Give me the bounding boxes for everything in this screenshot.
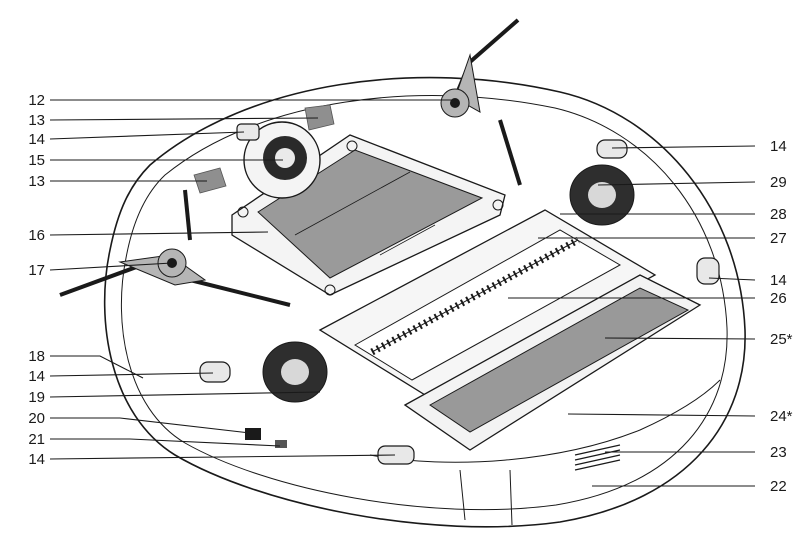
sensor-pad-top <box>304 104 335 131</box>
callout-14-mid-left: 14 <box>28 368 45 385</box>
side-brush-top <box>440 18 522 186</box>
callout-23: 23 <box>770 444 787 461</box>
callout-26: 26 <box>770 290 787 307</box>
side-vent <box>574 444 621 471</box>
outer-shell <box>103 76 746 528</box>
callout-14-mid-right: 14 <box>770 272 787 289</box>
callout-25: 25* <box>770 331 793 348</box>
callout-21: 21 <box>28 431 45 448</box>
callout-labels-left: 12 13 14 15 13 16 17 18 14 19 20 21 14 <box>28 92 45 468</box>
inner-shell-rim <box>120 95 728 511</box>
callout-16: 16 <box>28 227 45 244</box>
caster-wheel <box>243 121 321 199</box>
callout-labels-right: 14 29 28 27 14 26 25* 24* 23 22 <box>770 138 793 495</box>
dust-bin <box>403 274 702 451</box>
front-bumper-edge <box>369 379 721 463</box>
callout-24: 24* <box>770 408 793 425</box>
callout-17: 17 <box>28 262 45 279</box>
drive-wheel-right <box>569 164 635 226</box>
callout-28: 28 <box>770 206 787 223</box>
drive-wheel-left <box>262 341 328 403</box>
cliff-sensors <box>199 123 720 465</box>
callout-20: 20 <box>28 410 45 427</box>
leader-lines <box>49 99 756 487</box>
callout-14-top-left: 14 <box>28 131 45 148</box>
power-switch <box>245 428 287 448</box>
callout-29: 29 <box>770 174 787 191</box>
callout-13-top: 13 <box>28 112 45 129</box>
callout-13-left: 13 <box>28 173 45 190</box>
sensor-pad-left <box>193 167 227 194</box>
callout-15: 15 <box>28 152 45 169</box>
callout-12: 12 <box>28 92 45 109</box>
callout-14-top-right: 14 <box>770 138 787 155</box>
callout-27: 27 <box>770 230 787 247</box>
callout-14-bottom-left: 14 <box>28 451 45 468</box>
callout-18: 18 <box>28 348 45 365</box>
callout-22: 22 <box>770 478 787 495</box>
callout-19: 19 <box>28 389 45 406</box>
bumper-lower-edge <box>459 469 513 526</box>
robot-body <box>103 76 746 528</box>
main-brush-housing <box>318 209 657 399</box>
